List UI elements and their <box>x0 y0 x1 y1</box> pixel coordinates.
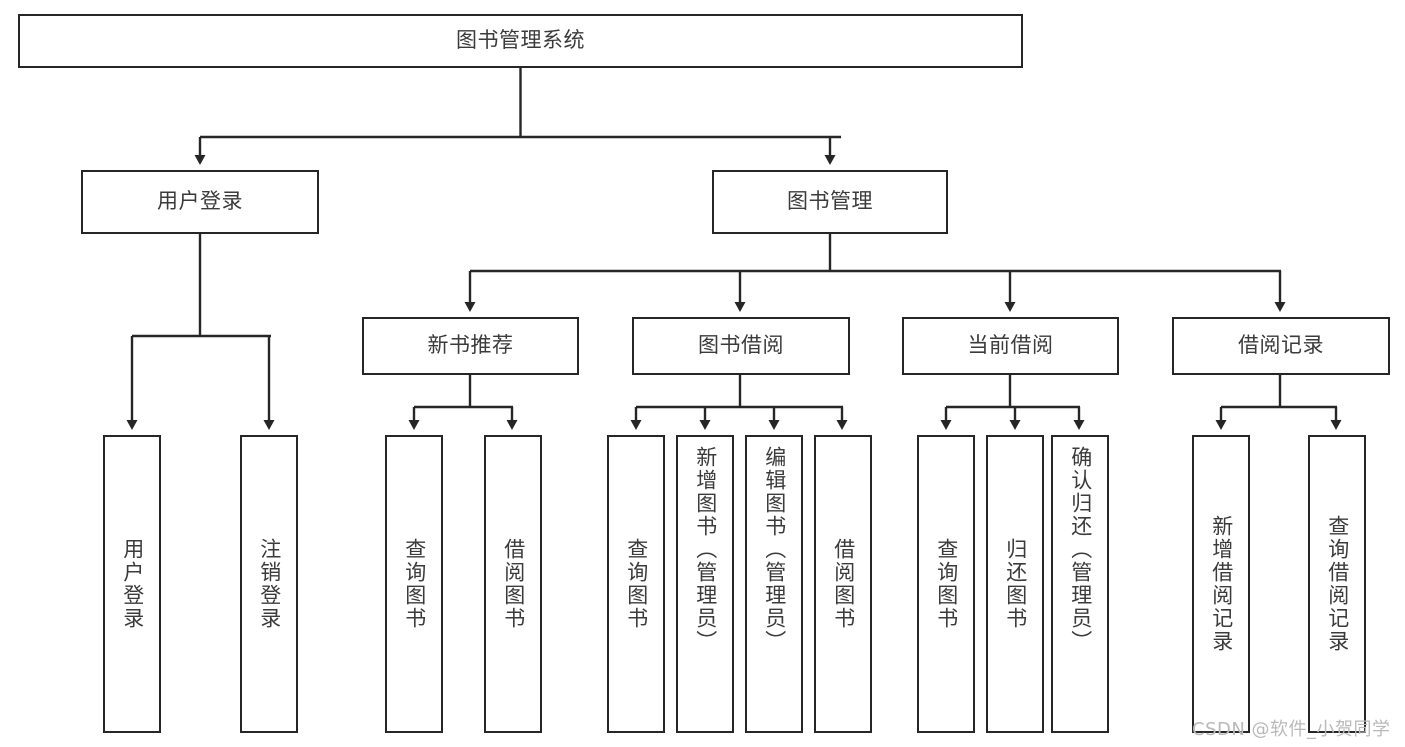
node-leaf-edit-book-admin[interactable]: 编辑图书（管理员） <box>745 435 803 733</box>
node-book-manage[interactable]: 图书管理 <box>712 170 948 234</box>
node-leaf-query-book-recommend[interactable]: 查询图书 <box>385 435 443 733</box>
node-new-book-recommendation-label: 新书推荐 <box>427 333 514 358</box>
node-root[interactable]: 图书管理系统 <box>18 14 1023 68</box>
node-leaf-return-book[interactable]: 归还图书 <box>986 435 1044 733</box>
csdn-watermark: CSDN @软件_小贺同学 <box>1192 719 1391 740</box>
node-leaf-borrow-book-recommend[interactable]: 借阅图书 <box>484 435 542 733</box>
node-leaf-logout[interactable]: 注销登录 <box>240 435 298 733</box>
node-leaf-add-book-admin[interactable]: 新增图书（管理员） <box>676 435 734 733</box>
node-leaf-return-book-label: 归还图书 <box>1003 538 1028 630</box>
node-leaf-add-book-admin-label: 新增图书（管理员） <box>693 446 718 653</box>
node-book-borrowing-label: 图书借阅 <box>698 333 784 358</box>
node-new-book-recommendation[interactable]: 新书推荐 <box>362 317 579 375</box>
node-leaf-user-login-label: 用户登录 <box>120 538 145 630</box>
node-leaf-user-login[interactable]: 用户登录 <box>103 435 161 733</box>
node-leaf-query-book-borrowing-label: 查询图书 <box>624 538 649 630</box>
node-leaf-confirm-return-admin[interactable]: 确认归还（管理员） <box>1051 435 1109 733</box>
node-user-login[interactable]: 用户登录 <box>81 170 319 234</box>
node-borrowing-record-label: 借阅记录 <box>1238 333 1324 358</box>
node-user-login-label: 用户登录 <box>157 189 243 214</box>
node-leaf-confirm-return-admin-label: 确认归还（管理员） <box>1068 446 1093 653</box>
node-leaf-add-borrow-record[interactable]: 新增借阅记录 <box>1192 435 1250 733</box>
node-leaf-borrow-book-recommend-label: 借阅图书 <box>501 538 526 630</box>
node-root-label: 图书管理系统 <box>456 28 585 53</box>
node-current-borrowing-label: 当前借阅 <box>967 333 1054 358</box>
node-leaf-add-borrow-record-label: 新增借阅记录 <box>1209 515 1234 653</box>
node-leaf-query-borrow-record-label: 查询借阅记录 <box>1325 515 1350 653</box>
node-leaf-query-borrow-record[interactable]: 查询借阅记录 <box>1308 435 1366 733</box>
node-leaf-query-book-current-label: 查询图书 <box>934 538 959 630</box>
node-leaf-query-book-borrowing[interactable]: 查询图书 <box>607 435 665 733</box>
node-book-manage-label: 图书管理 <box>787 189 873 214</box>
node-leaf-borrow-book-borrowing[interactable]: 借阅图书 <box>814 435 872 733</box>
node-leaf-logout-label: 注销登录 <box>257 538 282 630</box>
node-current-borrowing[interactable]: 当前借阅 <box>902 317 1119 375</box>
node-leaf-query-book-recommend-label: 查询图书 <box>402 538 427 630</box>
node-leaf-query-book-current[interactable]: 查询图书 <box>917 435 975 733</box>
node-borrowing-record[interactable]: 借阅记录 <box>1172 317 1390 375</box>
node-book-borrowing[interactable]: 图书借阅 <box>632 317 850 375</box>
node-leaf-borrow-book-borrowing-label: 借阅图书 <box>831 538 856 630</box>
node-leaf-edit-book-admin-label: 编辑图书（管理员） <box>762 446 787 653</box>
